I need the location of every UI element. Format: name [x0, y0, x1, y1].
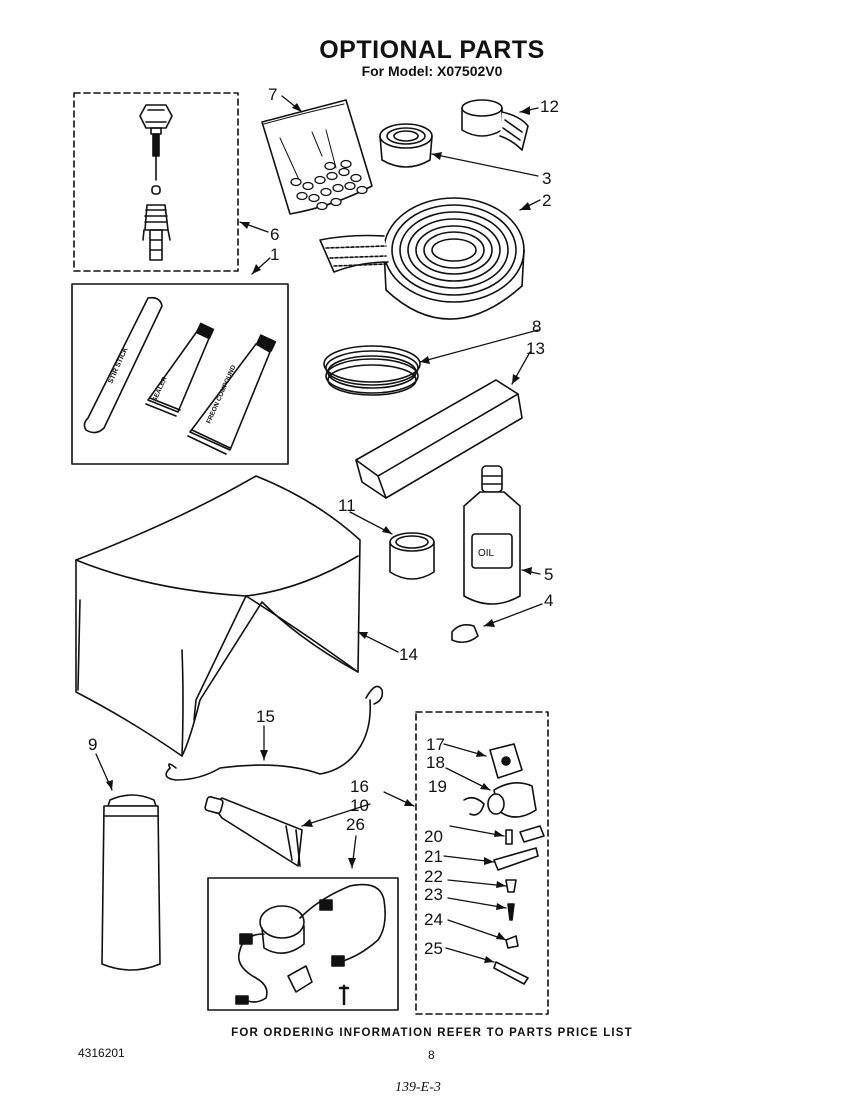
callout-13: 13 [526, 339, 545, 358]
callout-10: 10 [350, 796, 369, 815]
lubricant-kit-box [72, 284, 288, 464]
small-tape-roll [462, 100, 528, 150]
callout-9: 9 [88, 735, 98, 754]
hardware-parts [464, 744, 544, 984]
callout-5: 5 [544, 565, 554, 584]
callout-18: 18 [426, 753, 445, 772]
callout-24: 24 [424, 910, 443, 929]
page-number: 8 [428, 1048, 435, 1062]
callout-19: 19 [428, 777, 447, 796]
coiled-tubing [324, 346, 420, 395]
foam-seal-strip [356, 380, 522, 498]
leader-lines [96, 96, 542, 962]
callout-14: 14 [399, 645, 418, 664]
model-subtitle: For Model: X07502V0 [361, 63, 503, 79]
drain-cord [166, 686, 382, 780]
hardware-bag [262, 100, 372, 214]
callout-2: 2 [542, 191, 552, 210]
callout-26: 26 [346, 815, 365, 834]
callout-25: 25 [424, 939, 443, 958]
callout-15: 15 [256, 707, 275, 726]
valve-part-6 [140, 105, 172, 260]
callout-16: 16 [350, 777, 369, 796]
unit-cover [76, 476, 360, 756]
caulk-tube [204, 796, 302, 866]
callout-8: 8 [532, 317, 542, 336]
sealer-tube [146, 324, 213, 416]
capacitor-harness [236, 885, 385, 1004]
callout-11: 11 [338, 496, 356, 515]
stir-stick [84, 298, 162, 433]
oil-bottle-label: OIL [478, 548, 495, 559]
callout-17: 17 [426, 735, 445, 754]
foam-tape-coil [380, 124, 432, 167]
callout-4: 4 [544, 591, 554, 610]
freon-compound-tube [188, 335, 275, 454]
handwritten-note: 139-E-3 [395, 1080, 441, 1095]
hardware-kit-box [416, 712, 548, 1014]
callout-12: 12 [540, 97, 559, 116]
callout-6: 6 [270, 225, 280, 244]
callout-1: 1 [270, 245, 280, 264]
callout-23: 23 [424, 885, 443, 904]
oil-bottle [464, 466, 520, 604]
small-can [390, 533, 434, 579]
callout-21: 21 [424, 847, 443, 866]
wiring-kit-box [208, 878, 398, 1010]
callout-7: 7 [268, 85, 278, 104]
page-title: OPTIONAL PARTS [319, 36, 545, 64]
valve-kit-box [74, 93, 238, 271]
ordering-information-note: FOR ORDERING INFORMATION REFER TO PARTS … [231, 1027, 633, 1039]
callout-3: 3 [542, 169, 552, 188]
document-number: 4316201 [78, 1046, 125, 1060]
callout-22: 22 [424, 867, 443, 886]
large-tape-roll [320, 198, 524, 319]
callout-20: 20 [424, 827, 443, 846]
bottle-tip [452, 625, 478, 642]
spray-can [102, 795, 160, 970]
leader-arrowheads [106, 103, 532, 963]
